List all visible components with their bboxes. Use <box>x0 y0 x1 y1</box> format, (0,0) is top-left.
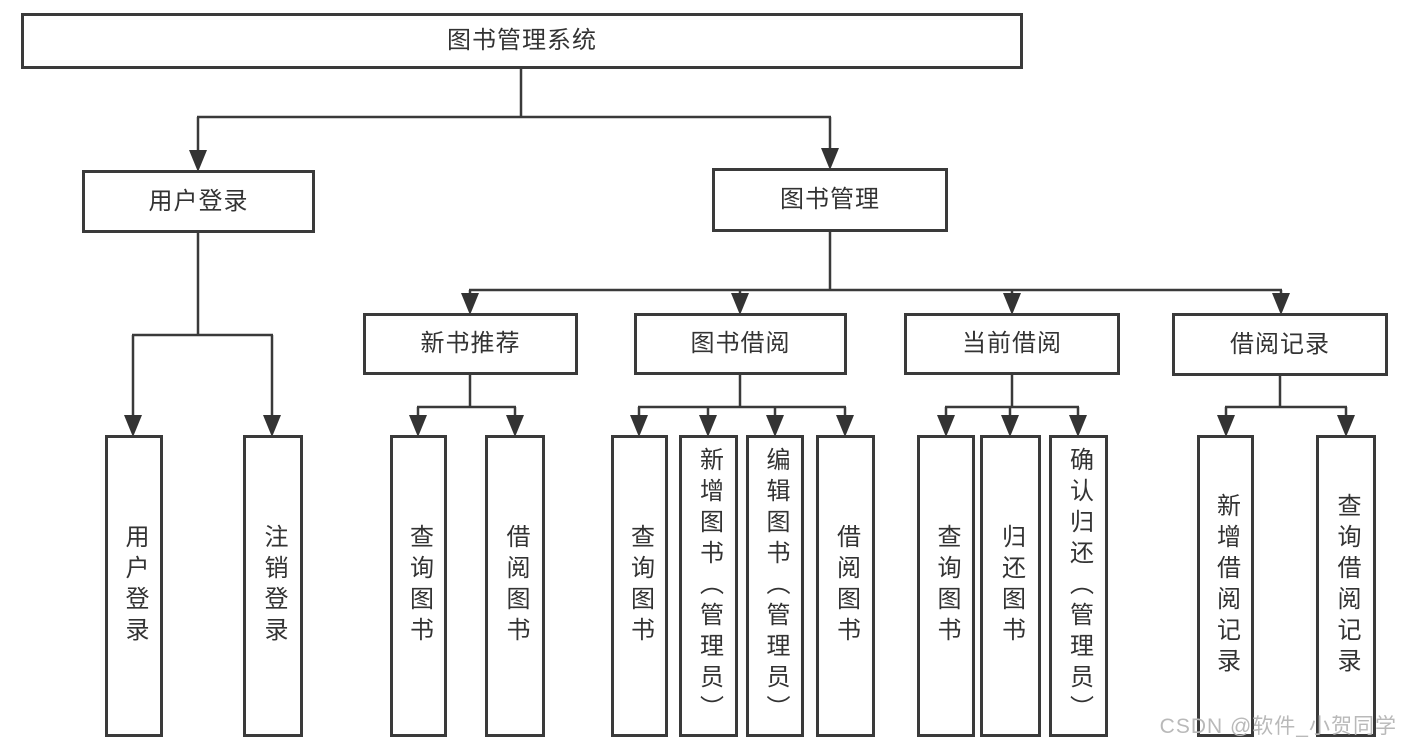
node-label: 编辑图书（管理员） <box>762 446 789 726</box>
node-new-book-recommend: 新书推荐 <box>363 313 578 375</box>
leaf-query-book-borrow: 查询图书 <box>611 435 668 737</box>
node-label: 新增图书（管理员） <box>695 446 723 726</box>
node-label: 查询图书 <box>626 524 654 648</box>
node-user-login: 用户登录 <box>82 170 315 233</box>
node-label: 借阅记录 <box>1230 330 1330 358</box>
node-label: 图书管理系统 <box>447 27 597 54</box>
leaf-confirm-return-admin: 确认归还（管理员） <box>1049 435 1108 737</box>
node-label: 用户登录 <box>121 524 148 648</box>
leaf-add-book-admin: 新增图书（管理员） <box>679 435 738 737</box>
node-label: 查询借阅记录 <box>1333 493 1360 679</box>
node-label: 注销登录 <box>260 524 287 648</box>
node-label: 查询图书 <box>405 524 433 648</box>
node-label: 借阅图书 <box>502 524 529 648</box>
leaf-add-borrow-record: 新增借阅记录 <box>1197 435 1254 737</box>
leaf-return-book: 归还图书 <box>980 435 1041 737</box>
node-label: 用户登录 <box>148 187 249 215</box>
node-current-borrow: 当前借阅 <box>904 313 1120 375</box>
leaf-query-borrow-record: 查询借阅记录 <box>1316 435 1376 737</box>
node-label: 图书借阅 <box>690 330 791 357</box>
leaf-logout: 注销登录 <box>243 435 303 737</box>
leaf-query-book-recommend: 查询图书 <box>390 435 447 737</box>
node-label: 新增借阅记录 <box>1212 493 1240 679</box>
leaf-user-login: 用户登录 <box>105 435 163 737</box>
leaf-query-book-current: 查询图书 <box>917 435 975 737</box>
node-book-borrow: 图书借阅 <box>634 313 847 375</box>
leaf-borrow-book-recommend: 借阅图书 <box>485 435 545 737</box>
node-book-management: 图书管理 <box>712 168 948 232</box>
node-label: 借阅图书 <box>832 524 860 648</box>
node-borrow-record: 借阅记录 <box>1172 313 1388 376</box>
node-label: 归还图书 <box>997 524 1025 648</box>
node-label: 新书推荐 <box>420 330 521 357</box>
node-label: 确认归还（管理员） <box>1065 446 1093 726</box>
leaf-borrow-book: 借阅图书 <box>816 435 875 737</box>
csdn-watermark: CSDN @软件_小贺同学 <box>1159 715 1397 738</box>
node-label: 查询图书 <box>933 524 960 648</box>
node-library-management-system: 图书管理系统 <box>21 13 1023 69</box>
node-label: 当前借阅 <box>962 330 1062 357</box>
leaf-edit-book-admin: 编辑图书（管理员） <box>746 435 804 737</box>
node-label: 图书管理 <box>780 186 880 213</box>
